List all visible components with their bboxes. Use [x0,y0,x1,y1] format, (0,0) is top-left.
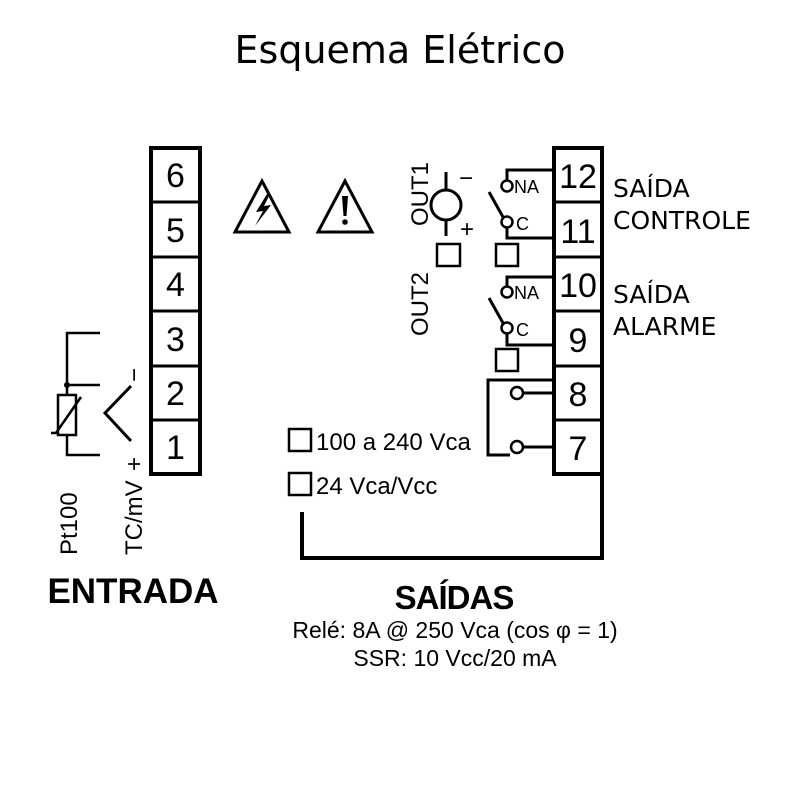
power-supply-section [486,378,554,457]
terminal-8-number: 8 [569,376,588,414]
out1-minus-sign: − [459,165,473,192]
supply-option-label: 24 Vca/Vcc [316,473,437,500]
terminal-12-number: 12 [559,158,597,196]
controle-label-line2: CONTROLE [613,206,751,235]
outputs-bracket [300,476,604,560]
wire-to-terminal-9 [505,333,554,347]
terminal-2-number: 2 [166,375,185,413]
entrada-heading: ENTRADA [47,572,218,611]
out2-na-contact [500,285,514,299]
out1-pulse-checkbox [435,242,462,268]
wire-to-terminal-11 [505,227,554,240]
pt100-wire-bottom [65,435,100,457]
out1-na-label: NA [514,177,539,197]
out2-c-contact [500,321,514,335]
saidas-heading: SAÍDAS [395,579,514,616]
thermocouple-symbol [102,384,133,443]
terminal-6-number: 6 [166,157,185,195]
page-title: Esquema Elétrico [235,28,566,72]
pt100-wire-top [65,331,100,395]
wire-to-terminal-10 [505,275,554,287]
out2-label: OUT2 [407,272,434,336]
out1-relay-blade [487,191,505,218]
out1-c-label: C [516,214,529,234]
terminal-11-number: 11 [560,213,595,251]
terminal-5-number: 5 [166,212,185,250]
power-contact-8 [509,385,525,401]
out2-c-label: C [516,320,529,340]
ssr-spec: SSR: 10 Vcc/20 mA [353,645,557,671]
power-bracket [486,378,553,457]
rele-spec: Relé: 8A @ 250 Vca (cos φ = 1) [292,617,617,643]
terminal-9-number: 9 [569,322,588,360]
terminal-1-number: 1 [166,429,185,467]
high-voltage-icon [232,177,292,234]
out2-relay-checkbox [494,347,520,373]
tc-minus-sign: − [121,368,148,382]
input-section: Pt100 − + TC/mV ENTRADA [47,331,219,611]
out2-relay-blade [487,297,505,324]
out1-relay-checkbox [494,242,520,268]
wire-to-terminal-12 [505,168,554,181]
out2-section: OUT2 NA C [407,272,554,373]
input-terminal-block: 6 5 4 3 2 1 [149,146,202,476]
supply-option-label: 100 a 240 Vca [316,429,471,456]
terminal-4-number: 4 [166,266,185,304]
supply-option-checkbox [287,427,313,453]
out1-label: OUT1 [407,162,434,226]
tc-label: TC/mV [121,480,148,555]
controle-label-line1: SAÍDA [613,174,690,203]
out1-na-contact [500,179,514,193]
pulse-output-symbol [429,188,463,222]
alarme-label-line1: SAÍDA [613,280,690,309]
out2-na-label: NA [514,283,539,303]
pt100-label: Pt100 [56,492,83,555]
out1-c-contact [500,215,514,229]
out1-plus-sign: + [460,216,474,243]
caution-icon [315,177,375,234]
terminal-7-number: 7 [569,430,588,468]
supply-option-checkbox [287,471,313,497]
thermistor-arrow [51,396,83,435]
terminal-3-number: 3 [166,321,185,359]
tc-plus-sign: + [121,457,148,471]
terminal-10-number: 10 [559,267,597,305]
out1-section: OUT1 − + NA C [407,162,554,268]
alarme-label-line2: ALARME [613,312,716,341]
power-contact-7 [509,439,525,455]
output-terminal-block: 12 11 10 9 8 7 [552,146,604,476]
